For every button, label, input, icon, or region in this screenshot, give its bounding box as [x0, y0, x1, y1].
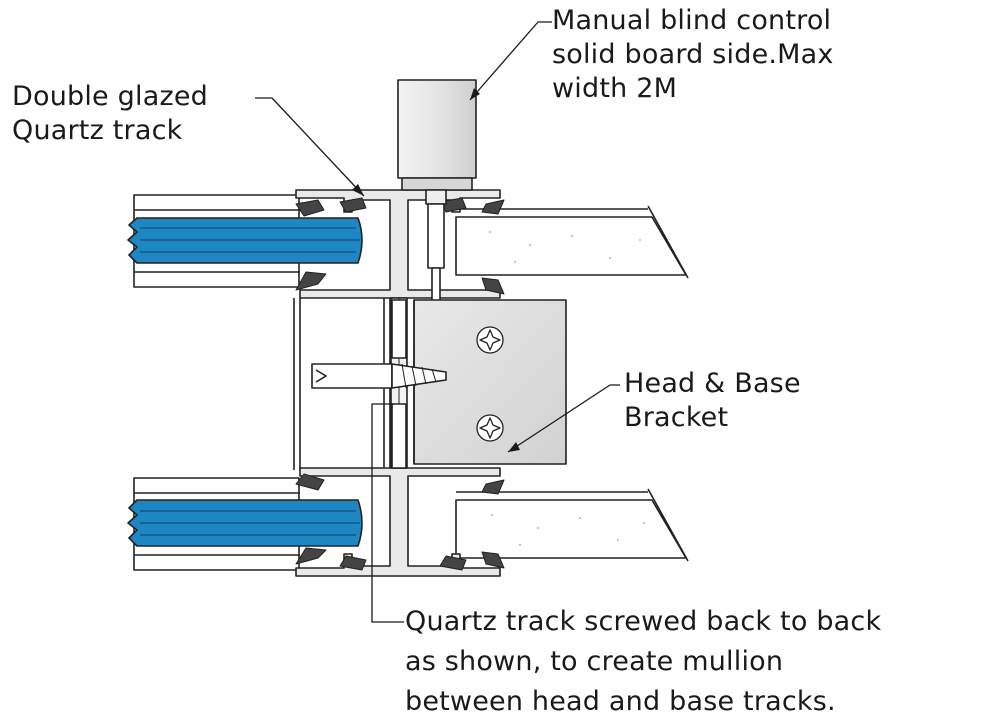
- mullion-label: Quartz track screwed back to back as sho…: [405, 602, 881, 722]
- double-glazed-leader: [255, 97, 365, 197]
- bracket-label-line-2: Bracket: [624, 402, 729, 433]
- double-glazed-label-line-2: Quartz track: [12, 115, 183, 146]
- blind-control-label-line-1: Manual blind control: [552, 5, 832, 36]
- double-glazed-label: Double glazed Quartz track: [12, 80, 208, 148]
- blind-control-label-line-3: width 2M: [552, 73, 678, 104]
- fixing-screw: [311, 363, 447, 389]
- head-base-bracket: [413, 299, 567, 465]
- blind-control-label-line-2: solid board side.Max: [552, 39, 834, 70]
- blind-control-label: Manual blind control solid board side.Ma…: [552, 4, 834, 106]
- mullion-label-line-2: as shown, to create mullion: [405, 646, 784, 677]
- mullion-label-line-3: between head and base tracks.: [405, 686, 836, 717]
- leader-lines: [255, 21, 620, 623]
- upper-glazing-unit: [127, 194, 363, 288]
- mullion-leader: [371, 403, 404, 623]
- mullion-label-line-1: Quartz track screwed back to back: [405, 606, 882, 637]
- bracket-leader: [507, 384, 620, 453]
- lower-glazing-unit: [127, 477, 363, 571]
- double-glazed-label-line-1: Double glazed: [12, 81, 208, 112]
- blind-control-leader: [469, 21, 552, 101]
- upper-solid-board: [455, 205, 689, 279]
- lower-solid-board: [455, 488, 689, 562]
- bracket-label-line-1: Head & Base: [624, 368, 801, 399]
- bracket-label: Head & Base Bracket: [624, 367, 801, 435]
- gasket-clips: [295, 197, 505, 571]
